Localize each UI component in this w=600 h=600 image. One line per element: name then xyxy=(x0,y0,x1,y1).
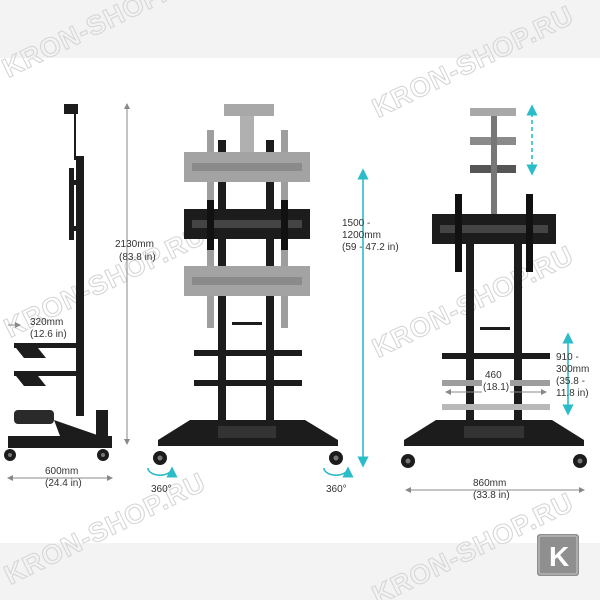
shelf-depth-label: 320mm xyxy=(30,317,63,328)
rotation-left-arrow xyxy=(147,466,178,478)
base-width-label: 860mm xyxy=(473,478,506,489)
logo-letter: K xyxy=(549,541,569,572)
top-band xyxy=(0,0,600,58)
front-view-stand xyxy=(153,104,343,465)
base-width-inch-label: (33.8 in) xyxy=(473,490,510,501)
shelf-range-inch-label-1: (35.8 - xyxy=(556,376,585,387)
height-total-label: 2130mm xyxy=(115,239,154,250)
shelf-width-label: 460 xyxy=(485,370,502,381)
rotation-right-label: 360° xyxy=(326,484,347,495)
shelf-range-inch-label-2: 11.8 in) xyxy=(556,388,589,399)
shelf-range-label: 910 - xyxy=(556,352,579,363)
shelf-range-label-2: 300mm xyxy=(556,364,589,375)
rotation-left-label: 360° xyxy=(151,484,172,495)
height-total-inch-label: (83.8 in) xyxy=(119,252,156,263)
bottom-band xyxy=(0,543,600,600)
mount-range-label-2: 1200mm xyxy=(342,230,381,241)
brand-logo: K xyxy=(537,534,579,576)
base-depth-inch-label: (24.4 in) xyxy=(45,478,82,489)
mount-range-inch-label: (59 - 47.2 in) xyxy=(342,242,399,253)
mount-range-label: 1500 - xyxy=(342,218,370,229)
shelf-width-inch-label: (18.1) xyxy=(483,382,509,393)
side-view-stand xyxy=(4,104,112,461)
rotation-right-arrow xyxy=(323,466,354,478)
front-view-shelf-stand xyxy=(401,108,587,468)
base-depth-label: 600mm xyxy=(45,466,78,477)
watermarks: KRON-SHOP.RU KRON-SHOP.RU KRON-SHOP.RU K… xyxy=(0,0,579,600)
shelf-depth-inch-label: (12.6 in) xyxy=(30,329,67,340)
